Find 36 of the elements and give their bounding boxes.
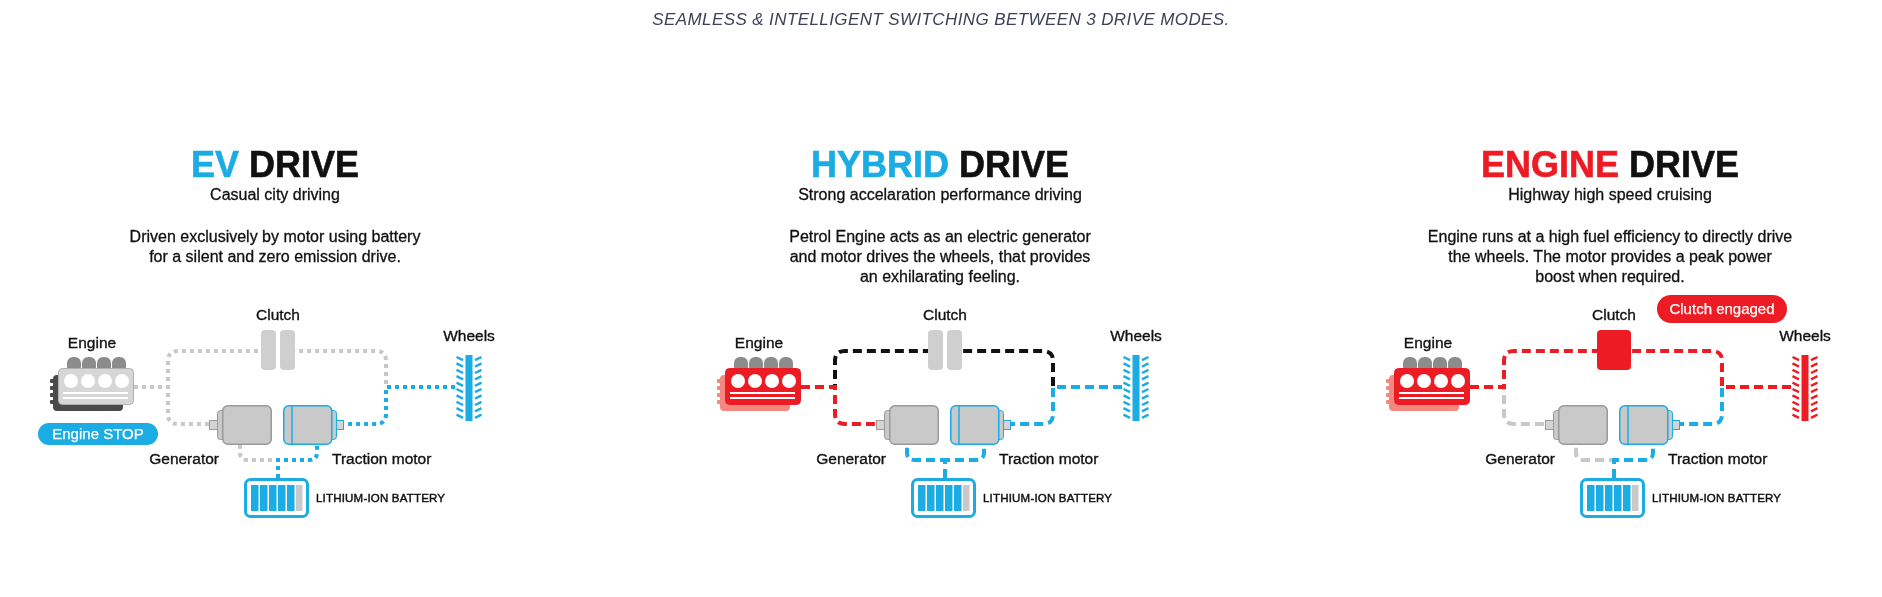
component-label: Wheels	[1779, 327, 1831, 345]
component-label: Traction motor	[332, 450, 432, 468]
component-label: Engine	[734, 334, 784, 352]
mode-heading: HYBRID DRIVE	[811, 146, 1069, 184]
connector-line	[1631, 349, 1791, 389]
connector-line	[276, 445, 319, 478]
connector-line	[1011, 385, 1122, 426]
component-label: Generator	[149, 450, 219, 468]
component-label: Generator	[1485, 450, 1555, 468]
mode-description: Engine runs at a high fuel efficiency to directly drive the wheels. The motor provides a peak power boost when required.	[1427, 227, 1793, 287]
mode-heading: ENGINE DRIVE	[1480, 146, 1740, 184]
status-badge: Engine STOP	[38, 423, 158, 445]
mode-heading: EV DRIVE	[190, 146, 360, 184]
component-label: Traction motor	[999, 450, 1099, 468]
component-label: Engine	[1403, 334, 1453, 352]
component-label: LITHIUM-ION BATTERY	[983, 491, 1113, 505]
connector-line	[1470, 349, 1597, 389]
mode-subtitle: Strong accelaration performance driving	[798, 186, 1082, 204]
status-badge: Clutch engaged	[1657, 295, 1787, 323]
component-label: Clutch	[256, 306, 300, 324]
connector-line	[134, 385, 209, 426]
mode-subtitle: Casual city driving	[210, 186, 340, 204]
mode-description: Petrol Engine acts as an electric generator and motor drives the wheels, that provides an exhilarating feeling.	[789, 227, 1091, 287]
component-label: LITHIUM-ION BATTERY	[1652, 491, 1782, 505]
mode-subtitle: Highway high speed cruising	[1508, 186, 1712, 204]
mode-description: Driven exclusively by motor using battery for a silent and zero emission drive.	[129, 227, 421, 267]
component-label: Clutch	[923, 306, 967, 324]
component-label: Traction motor	[1668, 450, 1768, 468]
page-title: SEAMLESS & INTELLIGENT SWITCHING BETWEEN 3 DRIVE MODES.	[652, 10, 1230, 30]
component-label: Generator	[816, 450, 886, 468]
component-label: LITHIUM-ION BATTERY	[316, 491, 446, 505]
component-label: Clutch	[1592, 306, 1636, 324]
component-label: Wheels	[443, 327, 495, 345]
connector-line	[801, 385, 876, 426]
component-label: Wheels	[1110, 327, 1162, 345]
component-label: Engine	[67, 334, 117, 352]
